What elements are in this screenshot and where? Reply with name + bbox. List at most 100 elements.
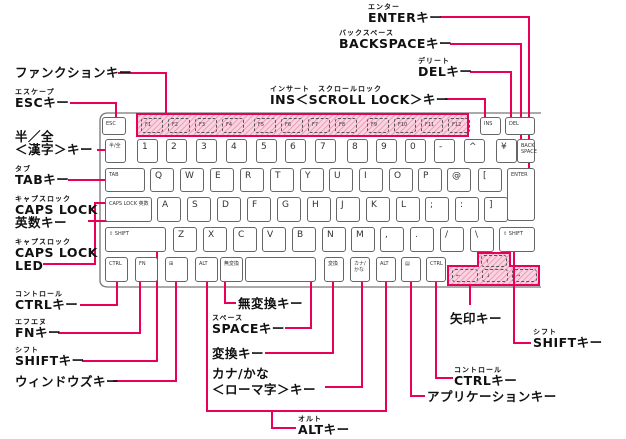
key-row1: 半/全 — [105, 139, 126, 163]
key-row2: W — [180, 168, 204, 192]
key-row3: H — [307, 197, 331, 222]
key-legend: F6 — [285, 122, 292, 128]
label-ruby: タブ — [15, 165, 31, 173]
key-row5: カナ/かな — [350, 257, 370, 282]
key-row5 — [245, 257, 316, 282]
key-legend: . — [415, 230, 418, 240]
key-legend: F — [252, 200, 258, 210]
key-row4: V — [262, 227, 286, 252]
key-legend: F9 — [371, 122, 378, 128]
leader-line — [265, 282, 334, 354]
key-f4: F4 — [222, 118, 244, 133]
label-text: カナ/かな — [212, 366, 270, 381]
key-row3: J — [336, 197, 360, 222]
key-legend: ALT — [199, 261, 208, 267]
key-legend: 無変換 — [224, 261, 240, 267]
key-row5: 無変換 — [220, 257, 243, 282]
key-f12: F12 — [448, 118, 470, 133]
key-row3: ] — [484, 197, 508, 222]
key-legend: @ — [452, 171, 461, 181]
key-legend: F1 — [145, 122, 152, 128]
label-text: CAPS LOCK — [15, 245, 98, 260]
key-arrow: ← — [452, 269, 478, 282]
leader-line — [450, 43, 522, 142]
key-row5: ▤ — [401, 257, 421, 282]
label-text: ファンクションキー — [15, 65, 133, 80]
leader-line — [445, 98, 486, 117]
key-row1: 7 — [315, 139, 336, 163]
key-legend: G — [282, 200, 289, 210]
key-row5: ALT — [376, 257, 396, 282]
key-row4: M — [351, 227, 375, 252]
key-legend: F2 — [172, 122, 179, 128]
key-row4: N — [322, 227, 346, 252]
label-ruby: コントロール — [454, 366, 502, 374]
label-text: 変換キー — [212, 346, 265, 361]
key-arrow: → — [512, 269, 537, 282]
key-row1: 9 — [376, 139, 397, 163]
key-legend: F7 — [312, 122, 319, 128]
key-legend: \ — [475, 230, 479, 240]
key-legend: N — [327, 230, 334, 240]
key-legend: V — [267, 230, 274, 240]
label-kana: カナ/かな＜ローマ字＞キー — [212, 367, 316, 396]
label-text: LED — [15, 258, 44, 273]
leader-line — [80, 282, 118, 306]
key-legend: L — [401, 200, 407, 210]
key-legend: ALT — [380, 261, 389, 267]
key-legend: U — [334, 171, 341, 181]
key-row2: T — [270, 168, 294, 192]
key-legend: ↓ — [486, 273, 491, 279]
key-row5: CTRL — [105, 257, 128, 282]
key-legend: I — [364, 171, 367, 181]
key-f5: F5 — [254, 118, 276, 133]
leader-line — [113, 282, 177, 382]
key-row3: A — [157, 197, 181, 222]
label-ruby: インサート スクロールロック — [270, 85, 382, 93]
key-legend: Q — [155, 171, 163, 181]
key-f11: F11 — [421, 118, 443, 133]
label-text: ＜ローマ字＞キー — [212, 382, 317, 397]
leader-line — [470, 71, 512, 117]
leader-line — [325, 282, 363, 388]
label-ruby: バックスペース — [339, 29, 394, 37]
key-ins: INS — [480, 117, 501, 135]
label-ruby: コントロール — [15, 290, 63, 298]
key-row2: P — [418, 168, 442, 192]
key-legend: Y — [305, 171, 311, 181]
label-text: ESCキー — [15, 95, 70, 110]
key-legend: / — [445, 230, 449, 240]
label-text: DELキー — [418, 64, 473, 79]
key-legend: ¥ — [501, 142, 507, 152]
key-legend: 5 — [261, 142, 267, 152]
leader-line — [206, 282, 387, 412]
label-ruby: エスケープ — [15, 88, 55, 96]
leader-line — [435, 282, 453, 379]
key-row2: @ — [447, 168, 471, 192]
key-legend: FN — [139, 261, 146, 267]
key-legend: H — [312, 200, 319, 210]
key-f10: F10 — [394, 118, 416, 133]
key-legend: ⊞ — [169, 261, 174, 267]
key-legend: : — [460, 200, 464, 210]
key-row3: K — [366, 197, 390, 222]
key-row1: 4 — [226, 139, 247, 163]
key-legend: - — [439, 142, 443, 152]
key-legend: ↑ — [485, 259, 490, 265]
label-text: SPACEキー — [212, 321, 285, 336]
key-row2: R — [240, 168, 264, 192]
key-legend: A — [162, 200, 169, 210]
key-row4: . — [410, 227, 434, 252]
label-ruby: デリート — [418, 57, 450, 65]
key-row1: - — [434, 139, 455, 163]
key-legend: 4 — [231, 142, 237, 152]
key-row3: CAPS LOCK 英数 — [105, 197, 152, 222]
key-row1: 0 — [405, 139, 426, 163]
key-row5: ALT — [195, 257, 218, 282]
leader-line — [82, 244, 158, 362]
label-text: 英数キー — [15, 215, 68, 230]
